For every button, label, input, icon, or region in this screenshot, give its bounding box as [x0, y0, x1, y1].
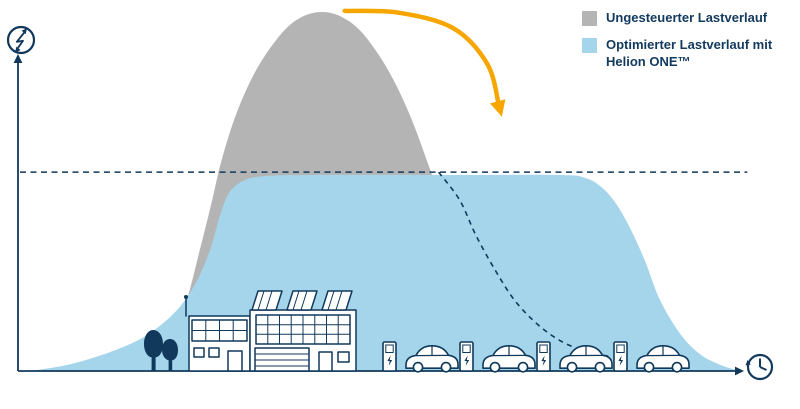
tree-icon: [162, 339, 178, 371]
shift-arrow: [342, 8, 506, 117]
tree-icon: [144, 330, 163, 371]
legend-label-uncontrolled: Ungesteuerter Lastverlauf: [606, 10, 768, 25]
clock-icon: [745, 353, 774, 381]
legend-item-optimized: Optimierter Lastverlauf mit Helion ONE™: [582, 37, 790, 71]
charging-station-icon: [613, 341, 628, 372]
legend-label-optimized: Optimierter Lastverlauf mit Helion ONE™: [606, 36, 773, 69]
legend-item-uncontrolled: Ungesteuerter Lastverlauf: [582, 10, 790, 27]
legend-swatch-optimized: [582, 37, 597, 53]
factory-building: [184, 290, 357, 372]
y-axis-arrowhead: [13, 54, 23, 63]
legend-swatch-uncontrolled: [582, 11, 597, 26]
trees: [144, 330, 178, 371]
legend: Ungesteuerter Lastverlauf Optimierter La…: [582, 10, 790, 71]
power-icon: [6, 25, 36, 55]
y-axis: [13, 54, 23, 371]
x-axis-arrowhead: [735, 366, 744, 376]
charging-station-icon: [459, 341, 474, 372]
charging-station-icon: [382, 341, 397, 372]
charging-station-icon: [536, 341, 551, 372]
